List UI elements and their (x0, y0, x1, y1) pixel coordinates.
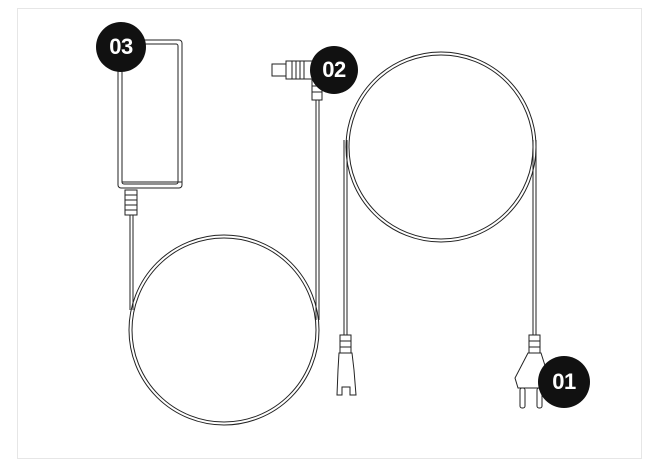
badge-dc-connector: 02 (310, 46, 358, 94)
ac-cable (343, 51, 537, 335)
eu-plug (514, 334, 549, 409)
c7-connector (336, 334, 357, 396)
adapter-strain-relief (124, 189, 138, 216)
adapter-body (117, 39, 183, 189)
badge-plug: 01 (538, 356, 590, 408)
dc-cable (128, 100, 320, 426)
badge-adapter: 03 (96, 22, 146, 72)
frame (17, 8, 642, 459)
